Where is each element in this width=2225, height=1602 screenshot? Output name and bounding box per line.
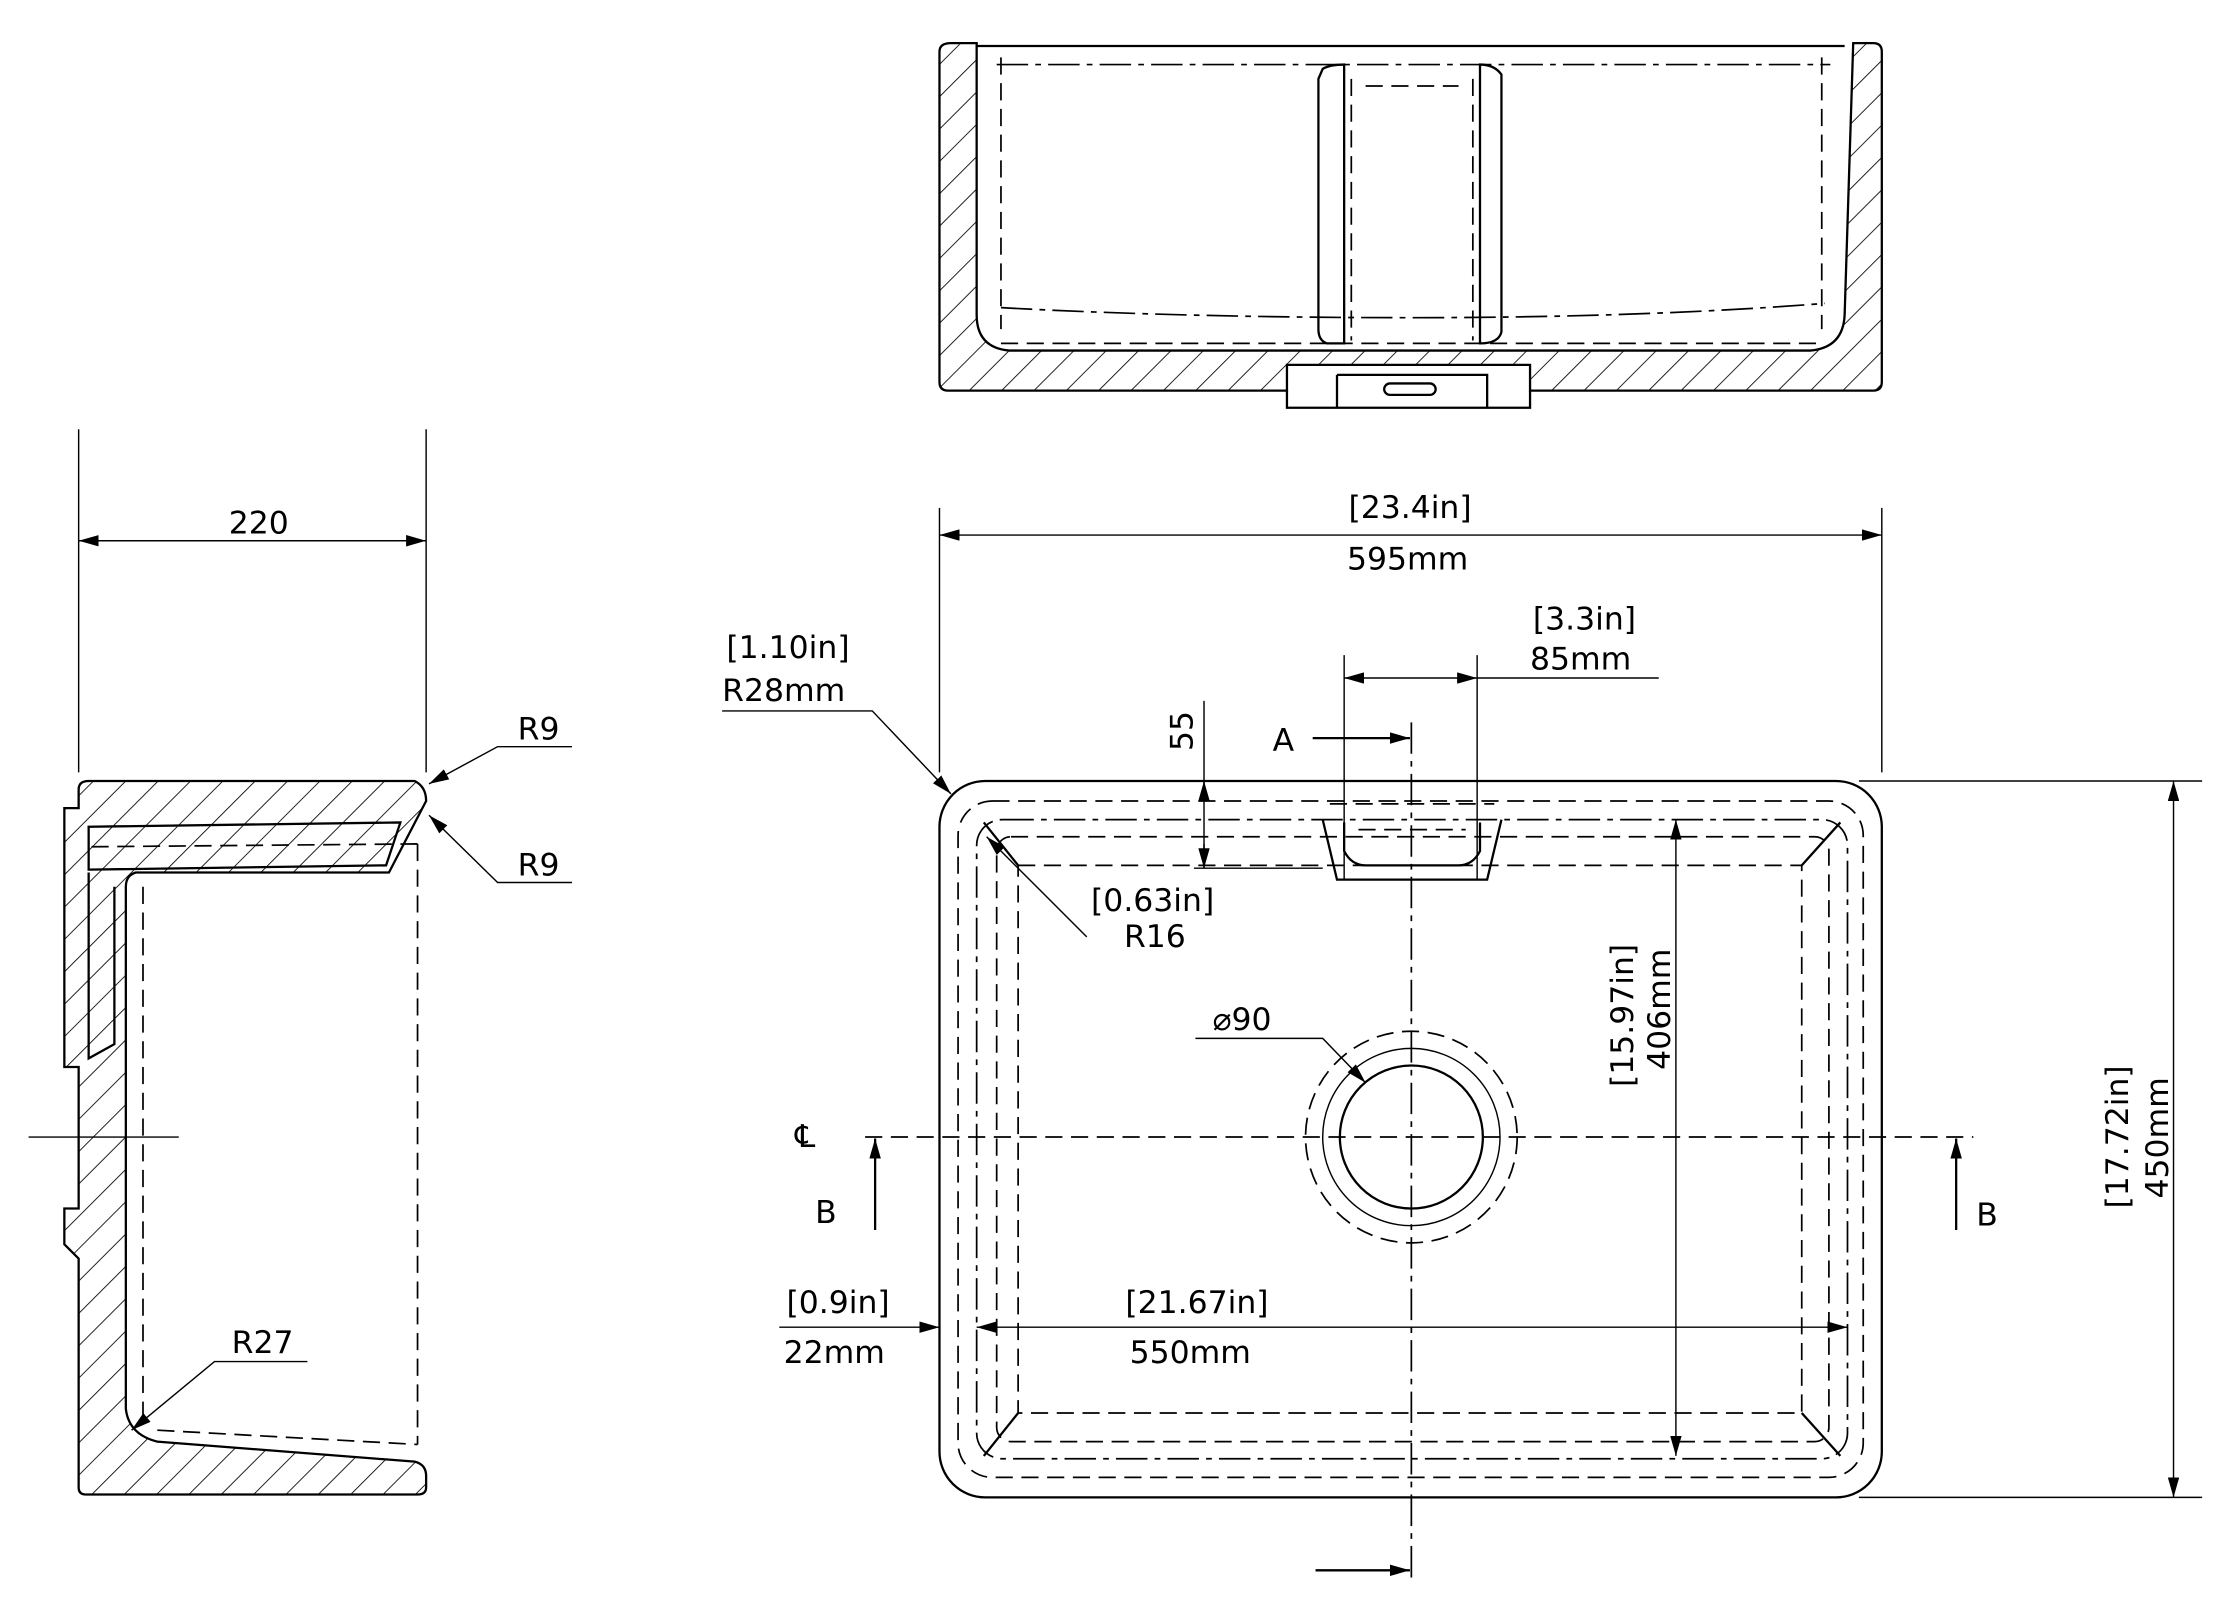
corner-radius-mm-label: R28mm: [722, 673, 845, 709]
inner-radius-in-label: [0.63in]: [1091, 883, 1214, 919]
side-radius-bottom: R27: [232, 1325, 294, 1361]
inner-width-in-label: [21.67in]: [1125, 1285, 1268, 1321]
overflow-width-mm-label: 85mm: [1530, 641, 1631, 677]
inner-length-mm-label: 406mm: [1642, 949, 1678, 1070]
outer-length-mm-label: 450mm: [2140, 1077, 2176, 1198]
centerline-symbol: ℄: [794, 1119, 816, 1155]
section-b-right-label: B: [1976, 1198, 1998, 1234]
section-b-left-label: B: [815, 1195, 837, 1231]
plan-view: [23.4in] 595mm [1.10in] R28mm [3.3in] 85…: [722, 490, 2203, 1581]
width-in-label: [23.4in]: [1348, 490, 1471, 526]
wall-in-label: [0.9in]: [786, 1285, 889, 1321]
side-radius-top-2: R9: [518, 847, 560, 883]
outer-length-in-label: [17.72in]: [2100, 1065, 2136, 1208]
section-a-label: A: [1273, 723, 1295, 759]
side-depth-label: 220: [229, 506, 289, 542]
wall-mm-label: 22mm: [784, 1335, 885, 1371]
side-section-view: 220 R9 R9 R27: [28, 429, 572, 1496]
overflow-width-in-label: [3.3in]: [1533, 601, 1636, 637]
waste-diameter-label: ⌀90: [1213, 1002, 1272, 1038]
inner-radius-label: R16: [1124, 919, 1186, 955]
side-radius-top-1: R9: [518, 712, 560, 748]
top-section-view: [938, 41, 1883, 409]
width-mm-label: 595mm: [1347, 541, 1468, 577]
overflow-depth-label: 55: [1165, 711, 1201, 751]
inner-length-in-label: [15.97in]: [1605, 944, 1641, 1087]
corner-radius-in-label: [1.10in]: [726, 630, 849, 666]
inner-width-mm-label: 550mm: [1130, 1335, 1251, 1371]
